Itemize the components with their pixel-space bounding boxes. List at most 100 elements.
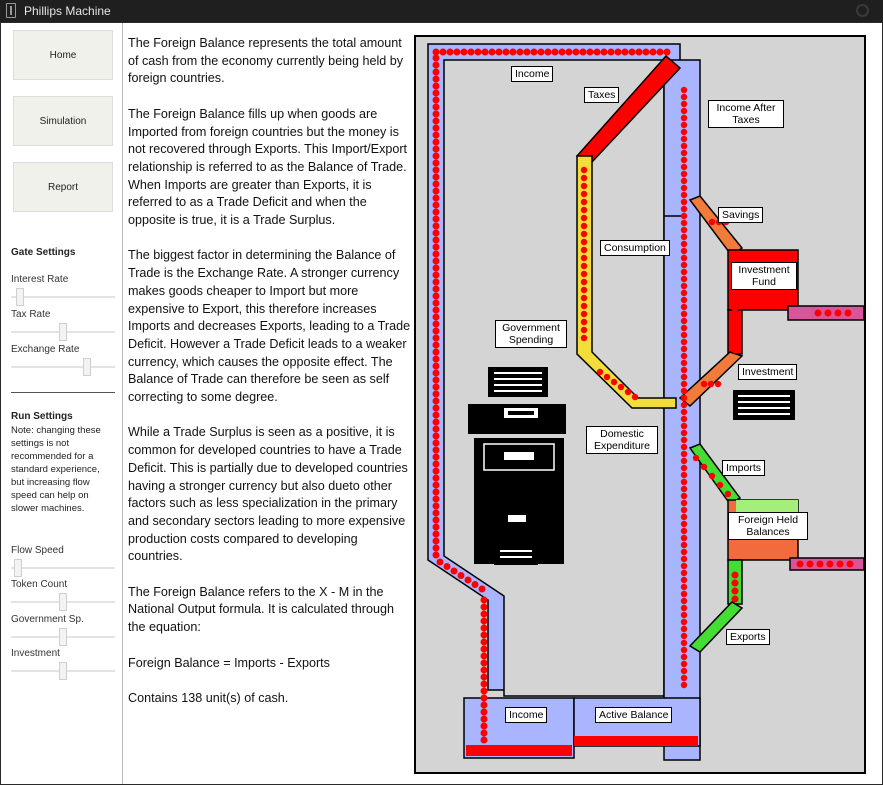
flow-token bbox=[680, 408, 688, 416]
flow-token bbox=[680, 625, 688, 633]
flow-token bbox=[572, 48, 580, 56]
flow-token bbox=[614, 48, 622, 56]
flow-token bbox=[680, 261, 688, 269]
flow-token bbox=[680, 100, 688, 108]
flow-token bbox=[731, 579, 739, 587]
flow-token bbox=[480, 722, 488, 730]
flow-token bbox=[432, 544, 440, 552]
flow-token bbox=[432, 180, 440, 188]
flow-token bbox=[480, 631, 488, 639]
flow-token bbox=[432, 495, 440, 503]
flow-token bbox=[580, 198, 588, 206]
flow-token bbox=[471, 581, 479, 588]
label-domestic-expenditure: Domestic Expenditure bbox=[586, 426, 658, 454]
close-icon[interactable] bbox=[856, 4, 869, 17]
flow-token bbox=[680, 317, 688, 325]
flow-token bbox=[443, 563, 451, 570]
flow-token bbox=[432, 467, 440, 475]
flow-token bbox=[450, 567, 458, 575]
sidebar: Home Simulation Report Gate Settings Int… bbox=[1, 23, 123, 784]
flow-token bbox=[610, 378, 618, 386]
flow-token bbox=[480, 610, 488, 618]
government-sp-slider[interactable] bbox=[11, 628, 115, 646]
flow-token bbox=[432, 68, 440, 76]
tank-fill bbox=[574, 736, 698, 746]
home-button[interactable]: Home bbox=[13, 30, 113, 80]
flow-token bbox=[680, 632, 688, 640]
slider-thumb[interactable] bbox=[59, 628, 67, 646]
flow-token bbox=[502, 48, 510, 56]
flow-token bbox=[680, 380, 688, 388]
flow-token bbox=[432, 110, 440, 118]
flow-token bbox=[432, 411, 440, 419]
gate-settings-title: Gate Settings bbox=[11, 247, 76, 258]
flow-token bbox=[516, 48, 524, 56]
window-title: Phillips Machine bbox=[24, 4, 111, 18]
flow-token bbox=[731, 290, 739, 298]
exports-pipe bbox=[688, 601, 744, 653]
investment-slider[interactable] bbox=[11, 662, 115, 680]
slider-track bbox=[11, 567, 115, 569]
flow-token bbox=[580, 310, 588, 318]
flow-token bbox=[680, 226, 688, 234]
flow-token bbox=[724, 490, 732, 498]
exchange-rate-slider[interactable] bbox=[11, 358, 115, 376]
flow-token bbox=[432, 320, 440, 328]
flow-token bbox=[680, 268, 688, 276]
flow-token bbox=[603, 373, 611, 381]
slider-thumb[interactable] bbox=[83, 358, 91, 376]
flow-token bbox=[680, 345, 688, 353]
flow-token bbox=[600, 48, 608, 56]
report-button[interactable]: Report bbox=[13, 162, 113, 212]
title-bar: Phillips Machine bbox=[0, 0, 883, 22]
flow-token bbox=[544, 48, 552, 56]
label-consumption: Consumption bbox=[600, 240, 670, 256]
label-investment: Investment bbox=[738, 364, 798, 380]
slider-thumb[interactable] bbox=[59, 323, 67, 341]
flow-token bbox=[680, 387, 688, 395]
flow-token bbox=[580, 326, 588, 334]
flow-speed-slider[interactable] bbox=[11, 559, 115, 577]
flow-token bbox=[551, 48, 559, 56]
flow-token bbox=[432, 516, 440, 524]
slider-thumb[interactable] bbox=[16, 288, 24, 306]
description-paragraph: The Foreign Balance refers to the X - M … bbox=[128, 584, 395, 635]
flow-token bbox=[432, 145, 440, 153]
flow-token bbox=[480, 624, 488, 632]
flow-token bbox=[480, 617, 488, 625]
tax-rate-slider[interactable] bbox=[11, 323, 115, 341]
description-panel: The Foreign Balance represents the total… bbox=[128, 35, 413, 725]
run-settings-title: Run Settings bbox=[11, 411, 73, 422]
flow-token bbox=[480, 694, 488, 702]
token-count-slider[interactable] bbox=[11, 593, 115, 611]
description-paragraph: The Foreign Balance fills up when goods … bbox=[128, 106, 408, 228]
flow-token bbox=[432, 201, 440, 209]
flow-token bbox=[617, 383, 625, 391]
flow-token bbox=[580, 182, 588, 190]
flow-token bbox=[580, 270, 588, 278]
slider-thumb[interactable] bbox=[14, 559, 22, 577]
flow-token bbox=[680, 422, 688, 430]
label-active-balance: Active Balance bbox=[595, 707, 673, 723]
flow-token bbox=[663, 48, 671, 56]
interest-rate-slider[interactable] bbox=[11, 288, 115, 306]
slider-thumb[interactable] bbox=[59, 662, 67, 680]
flow-token bbox=[731, 595, 739, 603]
flow-token bbox=[432, 530, 440, 538]
flow-token bbox=[580, 254, 588, 262]
flow-token bbox=[579, 48, 587, 56]
flow-token bbox=[680, 93, 688, 101]
flow-token bbox=[432, 348, 440, 356]
simulation-button[interactable]: Simulation bbox=[13, 96, 113, 146]
flow-token bbox=[680, 170, 688, 178]
flow-token bbox=[432, 460, 440, 468]
slider-track bbox=[11, 366, 115, 368]
flow-token bbox=[680, 492, 688, 500]
flow-token bbox=[580, 214, 588, 222]
label-savings: Savings bbox=[718, 207, 764, 223]
flow-token bbox=[580, 294, 588, 302]
token-count-label: Token Count bbox=[11, 579, 68, 590]
flow-token bbox=[432, 292, 440, 300]
slider-thumb[interactable] bbox=[59, 593, 67, 611]
